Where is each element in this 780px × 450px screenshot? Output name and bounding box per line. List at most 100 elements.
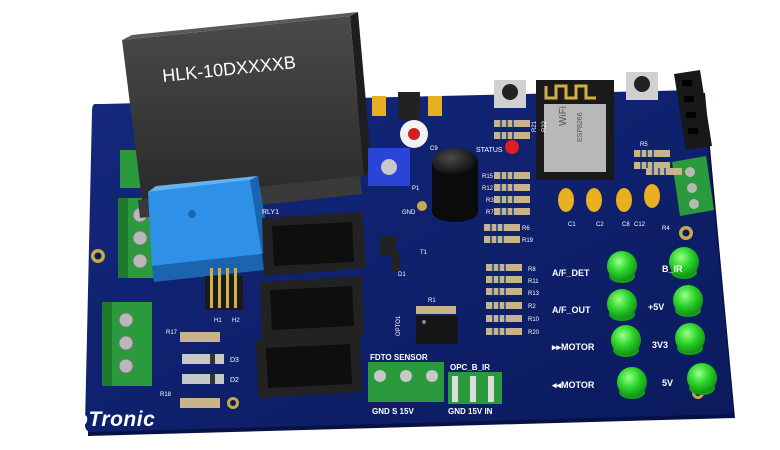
resistor-array: [484, 120, 682, 335]
silk-c1: C1: [568, 222, 576, 228]
resistor-band: [500, 172, 502, 179]
resistor-r18: [180, 398, 220, 408]
terminal-opc-b-ir: [448, 372, 502, 404]
resistor-band: [502, 224, 504, 231]
resistor-r17: [180, 332, 220, 342]
resistor-band: [500, 196, 502, 203]
silk-h2: H2: [232, 318, 240, 324]
led-label-6: 3V3: [652, 340, 668, 350]
silk-r12: R12: [482, 186, 494, 192]
resistor-band: [498, 276, 500, 283]
silk-r11: R11: [528, 279, 539, 285]
resistor-band: [664, 168, 666, 175]
silk-c10: C10: [373, 88, 385, 94]
led-1: [607, 251, 637, 281]
led-2: [669, 247, 699, 277]
silk-r17: R17: [166, 330, 178, 336]
resistor-band: [492, 315, 494, 322]
transistor-t1: [380, 236, 396, 256]
push-button-left: [494, 80, 526, 108]
clover-logo-icon: [49, 375, 79, 413]
led-label-5: ▸▸MOTOR: [551, 342, 595, 352]
led-label-1: A/F_DET: [552, 268, 590, 278]
resistor-band: [490, 236, 492, 243]
led-8: [687, 363, 717, 393]
diode-d2: [182, 374, 224, 384]
resistor-band: [512, 208, 514, 215]
silk-r1: R1: [428, 298, 436, 304]
gnd-testpoint: [417, 201, 427, 211]
relay-black-2: [260, 276, 364, 340]
screw-terminal-left-2: [102, 302, 152, 386]
led-3: [607, 289, 637, 319]
esp8266-module: [536, 80, 614, 180]
silk-mod1: MOD1: [590, 74, 608, 80]
optocoupler-opto1: [416, 316, 458, 344]
resistor-band: [504, 276, 506, 283]
resistor-band: [652, 150, 654, 157]
led-5: [611, 325, 641, 355]
resistor-band: [646, 162, 648, 169]
silk-r4: R4: [662, 226, 670, 232]
resistor-band: [512, 196, 514, 203]
silk-esp8266: ESP8266: [577, 112, 584, 142]
resistor-band: [492, 302, 494, 309]
resistor-band: [646, 150, 648, 157]
potentiometer-p1: [368, 148, 410, 186]
silk-d2: D2: [230, 377, 239, 384]
silk-r20: R20: [528, 330, 540, 336]
led-label-3: A/F_OUT: [552, 305, 591, 315]
resistor-band: [504, 288, 506, 295]
silk-c12: C12: [634, 222, 646, 228]
capacitor-c3: [428, 96, 442, 116]
silk-opto1: OPTO1: [396, 315, 402, 336]
resistor-band: [498, 288, 500, 295]
resistor-band: [492, 288, 494, 295]
resistor-band: [504, 264, 506, 271]
silk-r7: R7: [486, 210, 494, 216]
resistor-band: [652, 162, 654, 169]
silk-r18: R18: [160, 392, 172, 398]
resistor-band: [658, 168, 660, 175]
led-label-8: 5V: [662, 378, 673, 388]
resistor-band: [496, 224, 498, 231]
resistor-band: [504, 328, 506, 335]
silk-opc-pins: GND 15V IN: [448, 407, 493, 416]
resistor-band: [640, 150, 642, 157]
resistor-band: [506, 208, 508, 215]
resistor-band: [512, 172, 514, 179]
silk-r10: R10: [528, 317, 540, 323]
relay-rly1: [148, 176, 270, 282]
silk-r19: R19: [522, 238, 534, 244]
silk-r3: R3: [486, 198, 494, 204]
silk-d3: D3: [230, 357, 239, 364]
resistor-r1: [416, 306, 456, 314]
relay-black-3: [256, 334, 362, 398]
silk-opc-b-ir: OPC_B_IR: [450, 363, 490, 372]
silk-rly1: RLY1: [262, 209, 279, 216]
silk-r8: R8: [528, 267, 536, 273]
silk-c8: C8: [622, 222, 630, 228]
led-4: [673, 285, 703, 315]
push-button-right: [626, 72, 658, 100]
status-led: [505, 140, 519, 154]
resistor-band: [506, 172, 508, 179]
silk-r15: R15: [482, 174, 494, 180]
led-label-2: B_IR: [662, 264, 683, 274]
regulator-reg2: [398, 92, 420, 120]
header-pins-h1-h2: [205, 268, 243, 310]
silk-status: STATUS: [476, 147, 503, 154]
diode-d3: [182, 354, 224, 364]
resistor-band: [512, 184, 514, 191]
resistor-band: [492, 328, 494, 335]
silk-c2: C2: [596, 222, 604, 228]
resistor-band: [500, 208, 502, 215]
terminal-fdto-sensor: [368, 362, 444, 402]
led-label-4: +5V: [648, 302, 664, 312]
resistor-band: [652, 168, 654, 175]
silk-fdto-pins: GND S 15V: [372, 407, 414, 416]
resistor-band: [512, 132, 514, 139]
resistor-band: [498, 315, 500, 322]
resistor-band: [498, 264, 500, 271]
